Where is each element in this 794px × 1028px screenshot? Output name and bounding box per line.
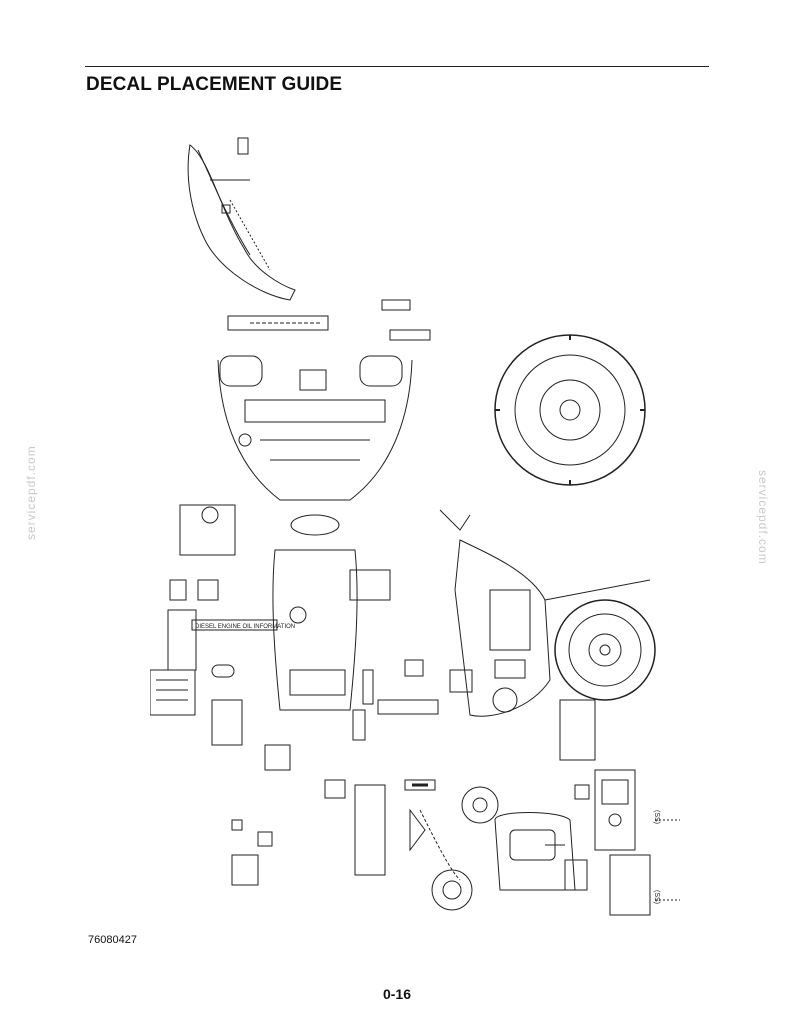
figure-number: 76080427 <box>88 934 137 946</box>
callout-ex-upper: (SS) <box>653 810 660 824</box>
engine-oil-decal: DIESEL ENGINE OIL INFORMATION <box>191 619 295 631</box>
decal-strip <box>227 299 431 341</box>
tractor-body-side <box>439 509 651 761</box>
mid-decals <box>264 659 499 911</box>
decal-placement-drawing: DIESEL ENGINE OIL INFORMATION <box>150 137 680 916</box>
front-cowl-assembly <box>272 514 391 711</box>
rear-body-assembly <box>217 355 413 501</box>
watermark-left: servicepdf.com <box>24 445 38 540</box>
page-number: 0-16 <box>382 986 412 1002</box>
front-tire <box>554 599 656 701</box>
page-title: DECAL PLACEMENT GUIDE <box>86 74 343 95</box>
left-decals <box>150 504 243 746</box>
header-rule <box>85 66 709 67</box>
engine-oil-text: DIESEL ENGINE OIL INFORMATION <box>195 624 295 630</box>
rear-fender-lower <box>494 812 588 891</box>
front-fender-panel <box>187 137 296 301</box>
callout-ex-lower: (SS) <box>653 890 660 904</box>
bottom-left-decals <box>231 819 273 886</box>
rear-tire <box>494 334 646 486</box>
watermark-right: servicepdf.com <box>756 470 770 565</box>
hydraulic-block <box>574 769 680 916</box>
